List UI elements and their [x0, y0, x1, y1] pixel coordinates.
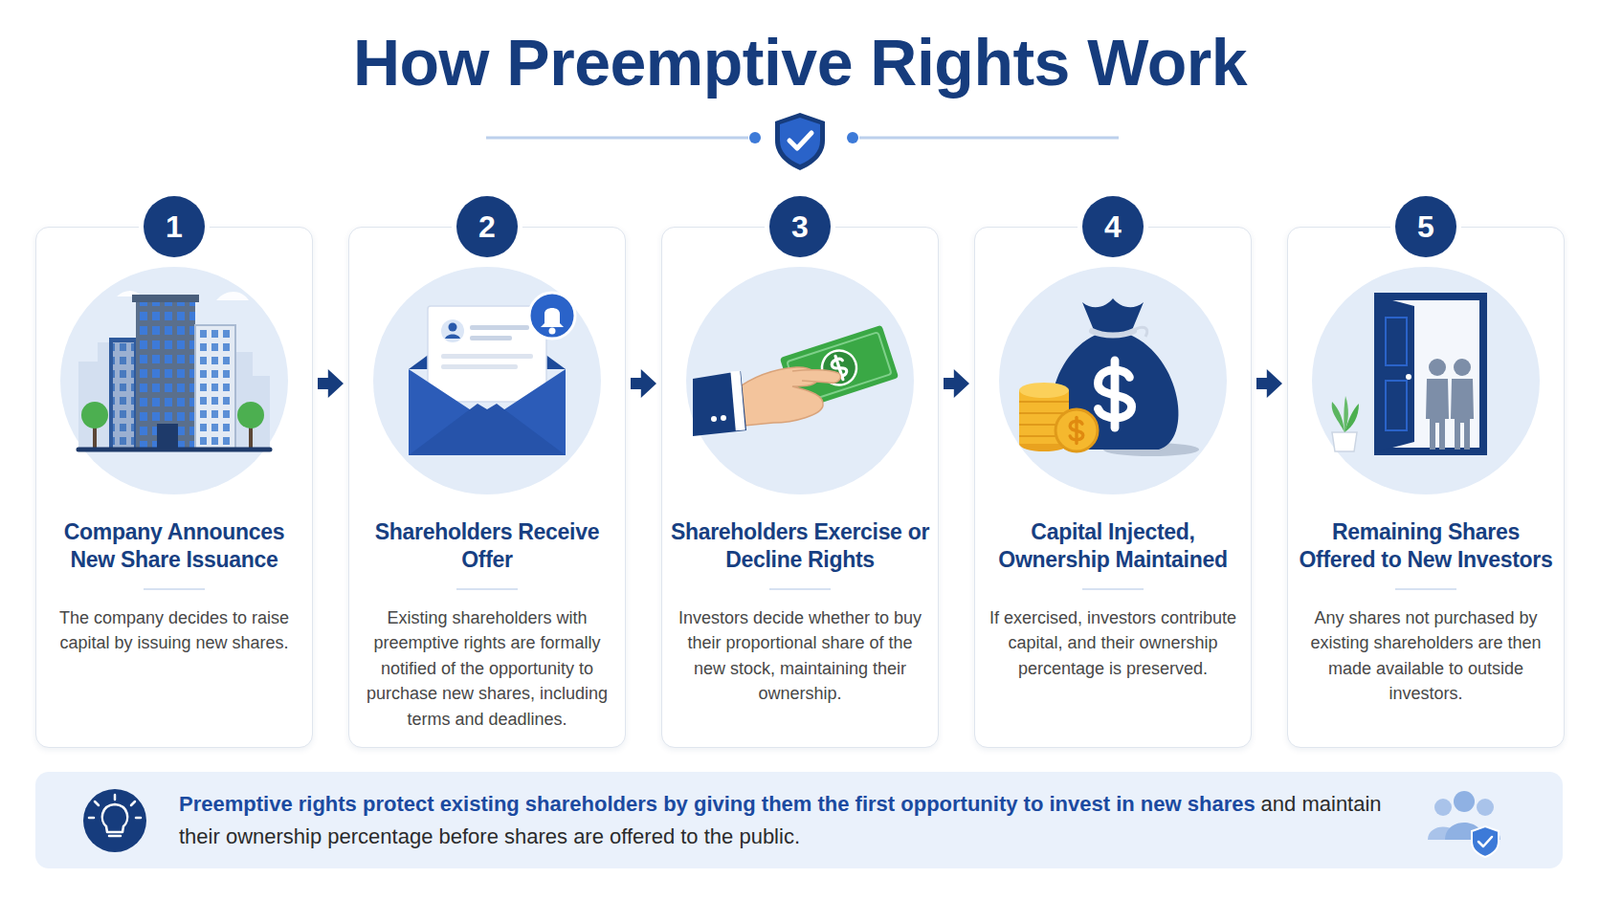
card-content: Remaining Shares Offered to New Investor…: [1295, 518, 1556, 708]
step-description: The company decides to raise capital by …: [44, 605, 305, 657]
step-card: Company Announces New Share IssuanceThe …: [35, 226, 313, 749]
step-number: 2: [478, 209, 496, 245]
summary-text: Preemptive rights protect existing share…: [178, 787, 1420, 853]
hand-money-illustration: [686, 266, 914, 495]
step-heading: Remaining Shares Offered to New Investor…: [1295, 518, 1556, 576]
step-heading: Shareholders Receive Offer: [356, 518, 618, 576]
step-number-circle: 4: [1082, 196, 1144, 258]
heading-divider: [769, 588, 831, 591]
step-number-circle: 5: [1395, 196, 1457, 258]
heading-divider: [1082, 588, 1144, 591]
card-content: Capital Injected, Ownership MaintainedIf…: [982, 518, 1244, 682]
step-number: 3: [791, 209, 809, 245]
envelope-illustration: [373, 266, 601, 495]
step-description: If exercised, investors contribute capit…: [982, 605, 1244, 682]
heading-divider: [1395, 588, 1457, 591]
step-number-circle: 1: [143, 196, 205, 258]
flow-arrow: [943, 369, 970, 399]
door-illustration: [1311, 266, 1540, 495]
step-description: Any shares not purchased by existing sha…: [1295, 605, 1556, 708]
lightbulb-icon: [83, 789, 147, 853]
card-content: Shareholders Exercise or Decline RightsI…: [669, 518, 931, 708]
step-number-circle: 2: [456, 196, 518, 258]
money-bag-illustration: [999, 266, 1227, 495]
summary-band: Preemptive rights protect existing share…: [35, 772, 1563, 869]
flow-arrow: [630, 369, 657, 399]
step-number: 1: [165, 209, 183, 245]
people-shield-icon: [1427, 791, 1501, 858]
diagram-title: How Preemptive Rights Work: [0, 24, 1600, 100]
step-heading: Capital Injected, Ownership Maintained: [982, 518, 1244, 576]
flow-arrow: [317, 369, 344, 399]
heading-divider: [143, 588, 205, 591]
flow-arrow: [1256, 369, 1283, 399]
title-divider: [486, 112, 1119, 171]
step-number: 4: [1104, 209, 1122, 245]
step-card: Remaining Shares Offered to New Investor…: [1287, 226, 1565, 749]
step-description: Investors decide whether to buy their pr…: [669, 605, 931, 708]
step-card: Capital Injected, Ownership MaintainedIf…: [974, 226, 1252, 749]
summary-highlight: Preemptive rights protect existing share…: [178, 791, 1256, 816]
step-number: 5: [1417, 209, 1435, 245]
card-content: Shareholders Receive OfferExisting share…: [356, 518, 618, 733]
step-number-circle: 3: [769, 196, 831, 258]
step-heading: Company Announces New Share Issuance: [44, 518, 305, 576]
step-description: Existing shareholders with preemptive ri…: [356, 605, 618, 733]
step-card: Shareholders Receive OfferExisting share…: [348, 226, 626, 749]
step-card: Shareholders Exercise or Decline RightsI…: [661, 226, 939, 749]
building-illustration: [60, 266, 289, 495]
card-content: Company Announces New Share IssuanceThe …: [44, 518, 305, 657]
heading-divider: [456, 588, 518, 591]
step-heading: Shareholders Exercise or Decline Rights: [669, 518, 931, 576]
